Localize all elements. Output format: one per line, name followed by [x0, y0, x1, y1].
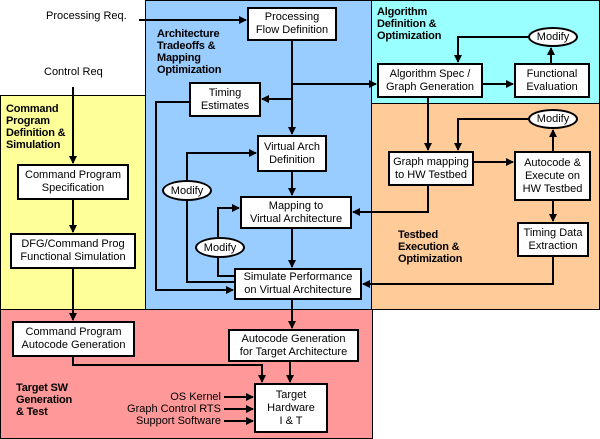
modify-mapping-ellipse[interactable]: Modify: [195, 237, 245, 258]
autocode-target-architecture-box[interactable]: Autocode Generation for Target Architect…: [228, 329, 359, 362]
region-title-target: Target SW Generation & Test: [16, 382, 73, 418]
graph-control-rts-label: Graph Control RTS: [127, 403, 221, 415]
dfg-functional-simulation-box[interactable]: DFG/Command Prog Functional Simulation: [10, 233, 136, 269]
processing-flow-definition-box[interactable]: Processing Flow Definition: [247, 7, 337, 41]
timing-data-extraction-box[interactable]: Timing Data Extraction: [517, 222, 589, 257]
mapping-to-virtual-architecture-box[interactable]: Mapping to Virtual Architecture: [240, 196, 352, 229]
simulate-performance-box[interactable]: Simulate Performance on Virtual Architec…: [234, 268, 362, 300]
region-testbed: [371, 103, 600, 310]
timing-estimates-box[interactable]: Timing Estimates: [189, 82, 261, 117]
region-title-testbed: Testbed Execution & Optimization: [398, 229, 463, 265]
region-title-architecture: Architecture Tradeoffs & Mapping Optimiz…: [157, 28, 222, 76]
graph-mapping-box[interactable]: Graph mapping to HW Testbed: [388, 151, 474, 186]
modify-algorithm-ellipse[interactable]: Modify: [528, 27, 578, 47]
control-req-label: Control Req: [44, 66, 103, 78]
modify-testbed-ellipse[interactable]: Modify: [528, 109, 578, 129]
autocode-execute-box[interactable]: Autocode & Execute on HW Testbed: [514, 151, 591, 201]
functional-evaluation-box[interactable]: Functional Evaluation: [514, 63, 590, 98]
virtual-arch-definition-box[interactable]: Virtual Arch Definition: [257, 135, 327, 172]
algorithm-spec-box[interactable]: Algorithm Spec / Graph Generation: [377, 63, 483, 98]
modify-virtual-arch-ellipse[interactable]: Modify: [162, 180, 212, 201]
processing-req-label: Processing Req.: [46, 10, 127, 22]
command-program-specification-box[interactable]: Command Program Specification: [17, 164, 129, 200]
region-title-algorithm: Algorithm Definition & Optimization: [377, 6, 442, 42]
region-title-command: Command Program Definition & Simulation: [6, 103, 66, 151]
command-program-autocode-box[interactable]: Command Program Autocode Generation: [12, 321, 135, 357]
os-kernel-label: OS Kernel: [170, 391, 221, 403]
support-software-label: Support Software: [136, 415, 221, 427]
target-hardware-box[interactable]: Target Hardware I & T: [254, 383, 328, 433]
